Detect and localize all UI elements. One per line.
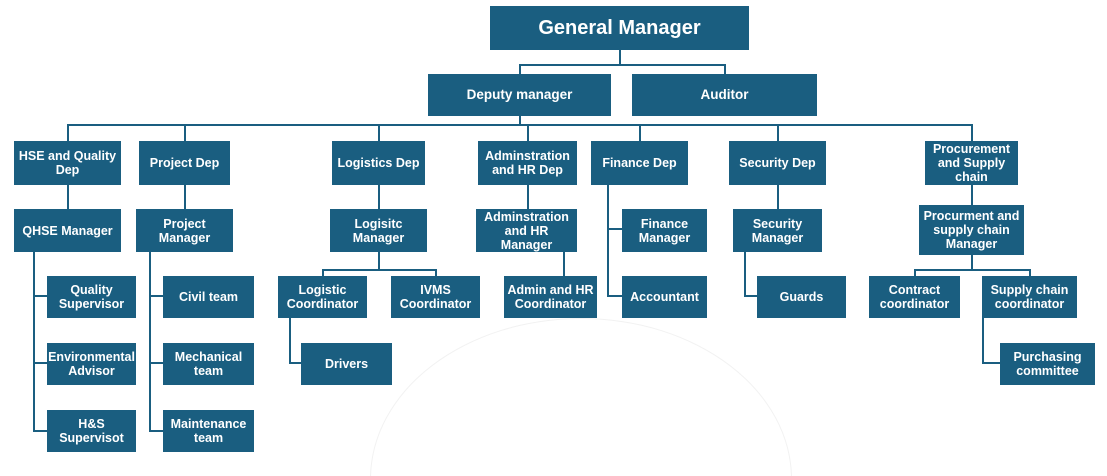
connector-pm-to-maintenance <box>149 430 163 432</box>
node-security-manager[interactable]: Security Manager <box>733 209 822 252</box>
connector-drop-logistics <box>378 124 380 141</box>
connector-pm-to-mechanical <box>149 362 163 364</box>
node-drivers[interactable]: Drivers <box>301 343 392 385</box>
connector-drop-project <box>184 124 186 141</box>
node-hse-quality-dep[interactable]: HSE and Quality Dep <box>14 141 121 185</box>
node-admin-hr-manager[interactable]: Adminstration and HR Manager <box>476 209 577 252</box>
connector-drop-security <box>777 124 779 141</box>
connector-project-to-pm <box>184 185 186 209</box>
connector-qhse-to-hs <box>33 430 47 432</box>
connector-supply-spine <box>982 318 984 362</box>
node-logistic-manager[interactable]: Logisitc Manager <box>330 209 427 252</box>
connector-logistic-coord-spine <box>289 318 291 362</box>
node-auditor[interactable]: Auditor <box>632 74 817 116</box>
node-quality-supervisor[interactable]: Quality Supervisor <box>47 276 136 318</box>
node-ivms-coordinator[interactable]: IVMS Coordinator <box>391 276 480 318</box>
connector-finance-to-manager <box>607 228 623 230</box>
node-guards[interactable]: Guards <box>757 276 846 318</box>
connector-gm-down <box>619 50 621 64</box>
connector-to-deputy <box>519 64 521 74</box>
node-general-manager[interactable]: General Manager <box>490 6 749 50</box>
node-hs-supervisor[interactable]: H&S Supervisot <box>47 410 136 452</box>
connector-lm-down <box>378 252 380 269</box>
node-deputy-manager[interactable]: Deputy manager <box>428 74 611 116</box>
background-watermark <box>370 318 792 476</box>
connector-department-bus <box>67 124 973 126</box>
node-contract-coordinator[interactable]: Contract coordinator <box>869 276 960 318</box>
node-mechanical-team[interactable]: Mechanical team <box>163 343 254 385</box>
node-procurement-supply-dep[interactable]: Procurement and Supply chain <box>925 141 1018 185</box>
node-finance-manager[interactable]: Finance Manager <box>622 209 707 252</box>
connector-qhse-spine <box>33 252 35 432</box>
connector-procurement-to-pscm <box>971 185 973 209</box>
node-security-dep[interactable]: Security Dep <box>729 141 826 185</box>
connector-finance-spine <box>607 185 609 296</box>
node-project-manager[interactable]: Project Manager <box>136 209 233 252</box>
connector-logistics-to-lm <box>378 185 380 209</box>
connector-pm-spine <box>149 252 151 432</box>
node-project-dep[interactable]: Project Dep <box>139 141 230 185</box>
connector-pscm-to-supply <box>1029 269 1031 278</box>
connector-pscm-down <box>971 255 973 269</box>
node-civil-team[interactable]: Civil team <box>163 276 254 318</box>
connector-qhse-to-environmental <box>33 362 47 364</box>
node-accountant[interactable]: Accountant <box>622 276 707 318</box>
connector-deputy-down <box>519 116 521 125</box>
connector-supply-to-purchasing <box>982 362 1000 364</box>
node-maintenance-team[interactable]: Maintenance team <box>163 410 254 452</box>
connector-hse-to-qhse <box>67 185 69 209</box>
node-supply-chain-coordinator[interactable]: Supply chain coordinator <box>982 276 1077 318</box>
connector-pscm-to-contract <box>914 269 916 278</box>
connector-admin-to-am <box>527 185 529 209</box>
connector-drop-finance <box>639 124 641 141</box>
node-environmental-advisor[interactable]: Environmental Advisor <box>47 343 136 385</box>
node-admin-hr-dep[interactable]: Adminstration and HR Dep <box>478 141 577 185</box>
connector-drop-procurement <box>971 124 973 141</box>
connector-gm-bus <box>519 64 726 66</box>
node-logistic-coordinator[interactable]: Logistic Coordinator <box>278 276 367 318</box>
connector-lm-to-logistic-coord <box>322 269 324 278</box>
connector-logistic-coord-to-drivers <box>289 362 303 364</box>
connector-finance-to-accountant <box>607 295 623 297</box>
connector-sm-spine <box>744 252 746 296</box>
node-finance-dep[interactable]: Finance Dep <box>591 141 688 185</box>
node-purchasing-committee[interactable]: Purchasing committee <box>1000 343 1095 385</box>
connector-lm-bus <box>322 269 436 271</box>
connector-pscm-bus <box>914 269 1030 271</box>
node-admin-hr-coordinator[interactable]: Admin and HR Coordinator <box>504 276 597 318</box>
connector-to-auditor <box>724 64 726 74</box>
connector-sm-to-guards <box>744 295 758 297</box>
connector-lm-to-ivms-coord <box>435 269 437 278</box>
node-qhse-manager[interactable]: QHSE Manager <box>14 209 121 252</box>
connector-drop-admin <box>527 124 529 141</box>
node-procurement-supply-manager[interactable]: Procurment and supply chain Manager <box>919 205 1024 255</box>
connector-drop-hse <box>67 124 69 141</box>
connector-security-to-sm <box>777 185 779 209</box>
connector-qhse-to-quality <box>33 295 47 297</box>
connector-pm-to-civil <box>149 295 163 297</box>
connector-am-down-alt <box>563 252 565 296</box>
node-logistics-dep[interactable]: Logistics Dep <box>332 141 425 185</box>
